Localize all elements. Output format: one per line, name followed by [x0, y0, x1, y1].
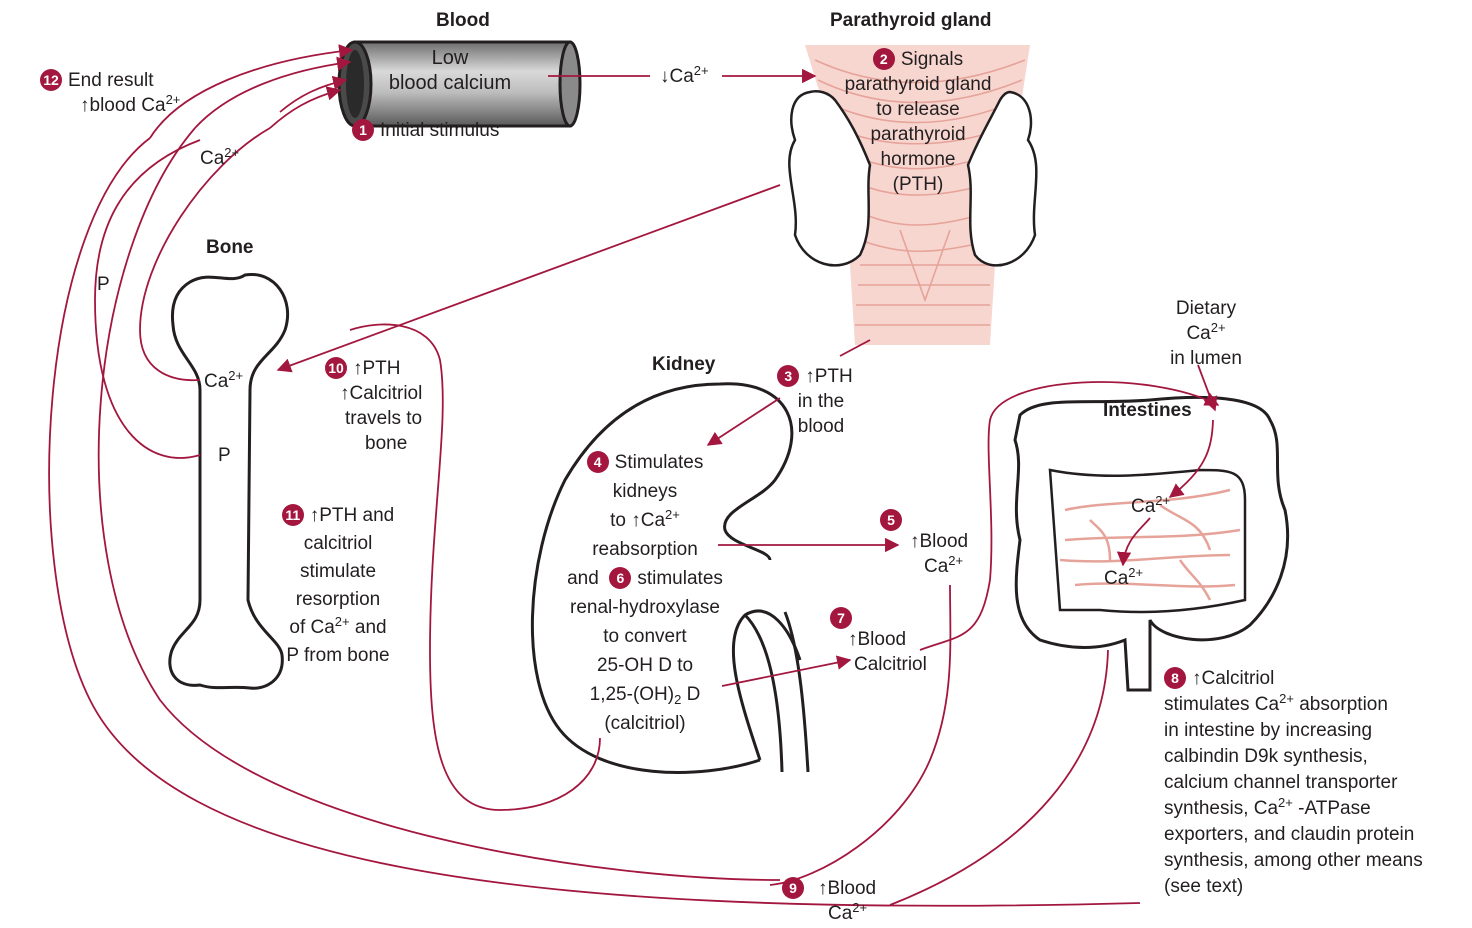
step-9: 9↑Blood Ca2+ — [782, 876, 876, 926]
step-1-badge: 1 — [352, 119, 374, 141]
tube-line-1: Low — [370, 46, 530, 71]
loop-ca-label: Ca2+ — [200, 146, 239, 171]
down-ca-label: ↓Ca2+ — [660, 64, 709, 89]
step-11: 11↑PTH and calcitriol stimulate resorpti… — [258, 502, 418, 670]
step-10-badge: 10 — [325, 357, 347, 379]
tube-label: Low blood calcium — [370, 46, 530, 96]
step-3-badge: 3 — [777, 365, 799, 387]
tube-line-2: blood calcium — [370, 71, 530, 96]
step-9-badge: 9 — [782, 877, 804, 899]
header-intestines: Intestines — [1103, 398, 1192, 423]
intestine-ca-label-1: Ca2+ — [1131, 494, 1170, 519]
header-kidney: Kidney — [652, 352, 715, 377]
intestine-ca-label-2: Ca2+ — [1104, 566, 1143, 591]
step-5-badge: 5 — [880, 509, 902, 531]
step-7: 7 ↑Blood Calcitriol — [830, 606, 927, 677]
loop-p-label: P — [97, 272, 110, 297]
step-1: 1 Initial stimulus — [352, 118, 499, 143]
header-parathyroid: Parathyroid gland — [830, 8, 992, 33]
header-blood: Blood — [436, 8, 490, 33]
step-8: 8↑Calcitriol stimulates Ca2+ absorption … — [1164, 666, 1423, 900]
step-7-badge: 7 — [830, 607, 852, 629]
header-bone: Bone — [206, 235, 254, 260]
bone-ca-label: Ca2+ — [204, 369, 243, 394]
step-6-badge: 6 — [609, 567, 631, 589]
dietary-label: Dietary Ca2+ in lumen — [1150, 296, 1262, 371]
step-5: 5 ↑Blood Ca2+ — [880, 508, 968, 579]
bone-p-label: P — [218, 443, 231, 468]
step-4-badge: 4 — [587, 451, 609, 473]
step-8-badge: 8 — [1164, 667, 1186, 689]
step-11-badge: 11 — [282, 504, 304, 526]
intestines-shape — [1015, 397, 1288, 690]
step-12-badge: 12 — [40, 69, 62, 91]
step-10: 10↑PTH ↑Calcitriol travels to bone — [325, 356, 422, 456]
step-3: 3↑PTH in the blood — [755, 364, 875, 439]
step-2-badge: 2 — [873, 48, 895, 70]
step-1-text: Initial stimulus — [380, 120, 499, 141]
